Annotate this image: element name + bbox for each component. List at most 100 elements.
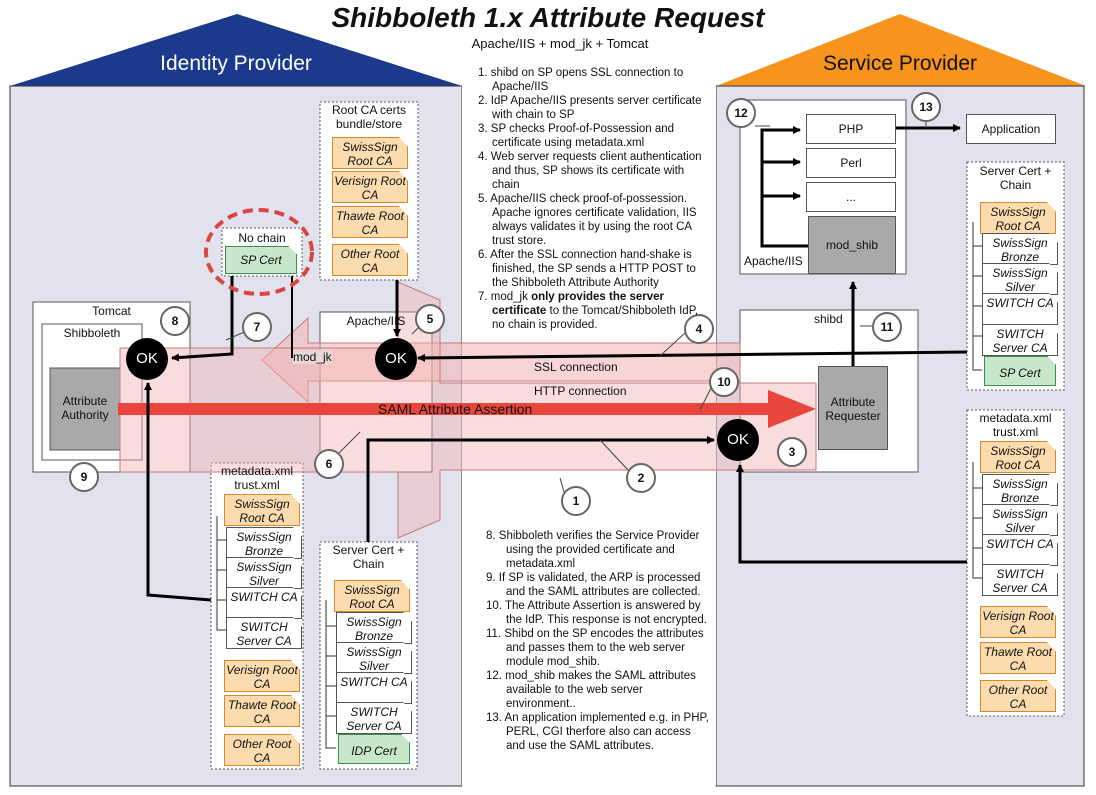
sp-metadata-cert: SWITCH CA: [982, 534, 1058, 566]
ssl-connection-label: SSL connection: [534, 360, 618, 374]
page-subtitle: Apache/IIS + mod_jk + Tomcat: [471, 36, 649, 51]
http-connection-label: HTTP connection: [534, 384, 627, 398]
idp-server-cert: SWITCH CA: [336, 672, 412, 704]
application-box: Application: [966, 114, 1056, 144]
idp-server-cert: SwissSign Bronze: [336, 612, 412, 644]
step-10-marker: 10: [709, 367, 739, 397]
no-chain-highlight: [204, 208, 314, 296]
step-9-marker: 9: [69, 462, 99, 492]
step-text: 12. mod_shib makes the SAML attributes a…: [486, 670, 696, 710]
sp-metadata-title: metadata.xml trust.xml: [979, 411, 1052, 439]
step-6-marker: 6: [314, 449, 344, 479]
idp-metadata-cert: SwissSign Bronze: [226, 527, 302, 559]
step-text: 4. Web server requests client authentica…: [478, 151, 702, 191]
sp-roof: [716, 14, 1086, 86]
root-ca-store-title: Root CA certs bundle/store: [331, 103, 407, 131]
sp-metadata-cert: SwissSign Bronze: [982, 474, 1058, 506]
sp-metadata-cert: Thawte Root CA: [980, 642, 1056, 674]
mod-shib-module: mod_shib: [808, 216, 896, 274]
step-2-marker: 2: [626, 463, 656, 493]
attribute-requester: Attribute Requester: [818, 366, 888, 450]
idp-metadata-cert: SWITCH CA: [226, 587, 302, 619]
step-text: 8. Shibboleth verifies the Service Provi…: [486, 530, 700, 570]
root-ca-cert: SwissSign Root CA: [332, 137, 408, 169]
saml-assertion-head: [768, 390, 816, 428]
idp-server-cert: SwissSign Silver: [336, 642, 412, 674]
attribute-authority-box: [49, 367, 121, 451]
step-7-suffix: to the Tomcat/Shibboleth IdP, no chain i…: [492, 305, 699, 331]
step-7-prefix: 7. mod_jk: [478, 291, 532, 303]
perl-module: Perl: [806, 148, 896, 178]
step-8-marker: 8: [160, 306, 190, 336]
sp-metadata-cert: SWITCH Server CA: [982, 564, 1058, 596]
no-chain-label: No chain: [238, 231, 286, 245]
root-ca-cert: Thawte Root CA: [332, 206, 408, 238]
root-ca-cert: Verisign Root CA: [332, 171, 408, 203]
step-1-marker: 1: [561, 486, 591, 516]
sp-server-cert: SWITCH Server CA: [982, 324, 1058, 356]
idp-metadata-cert: SwissSign Root CA: [224, 494, 300, 526]
page-title: Shibboleth 1.x Attribute Request: [331, 2, 765, 33]
sp-server-cert: SwissSign Root CA: [980, 202, 1056, 234]
step-text: 1. shibd on SP opens SSL connection to A…: [478, 67, 684, 93]
step-12-marker: 12: [726, 98, 756, 128]
idp-metadata-cert: Verisign Root CA: [224, 660, 300, 692]
step-text: 6. After the SSL connection hand-shake i…: [478, 249, 696, 289]
steps-list-top: 1. shibd on SP opens SSL connection to A…: [478, 66, 710, 332]
apache-sp-label: Apache/IIS: [744, 254, 803, 268]
steps-list-bottom: 8. Shibboleth verifies the Service Provi…: [486, 529, 712, 753]
sp-metadata-cert: Other Root CA: [980, 680, 1056, 712]
step-text: 2. IdP Apache/IIS presents server certif…: [478, 95, 702, 121]
php-module: PHP: [806, 114, 896, 144]
step-text: 5. Apache/IIS check proof-of-possession.…: [478, 193, 697, 247]
saml-assertion-bar: [118, 403, 768, 415]
root-ca-cert: Other Root CA: [332, 244, 408, 276]
attribute-authority-label: Attribute Authority: [61, 394, 109, 422]
sp-server-cert: SWITCH CA: [982, 293, 1058, 325]
ok-apache-idp: OK: [375, 338, 417, 380]
step-4-marker: 4: [684, 314, 714, 344]
idp-metadata-cert: Other Root CA: [224, 734, 300, 766]
apache-idp-label: Apache/IIS: [346, 314, 406, 328]
step-text-7: 7. mod_jk only provides the server certi…: [478, 290, 710, 332]
sp-server-cert: SwissSign Bronze: [982, 233, 1058, 265]
step-11-marker: 11: [872, 312, 902, 342]
sp-metadata-cert: SwissSign Silver: [982, 504, 1058, 536]
idp-metadata-cert: Thawte Root CA: [224, 695, 300, 727]
ok-shibd: OK: [717, 419, 759, 461]
step-text: 10. The Attribute Assertion is answered …: [486, 600, 707, 626]
shibd-label: shibd: [814, 312, 843, 326]
shibboleth-label: Shibboleth: [63, 326, 121, 340]
apache-idp-box: [319, 311, 433, 473]
idp-metadata-title: metadata.xml trust.xml: [220, 464, 294, 492]
sp-metadata-cert: SwissSign Root CA: [980, 441, 1056, 473]
idp-roof: [10, 14, 462, 86]
idp-server-cert: SwissSign Root CA: [334, 580, 410, 612]
idp-cert: IDP Cert: [338, 734, 410, 764]
step-7-bold: only provides the server certificate: [492, 291, 665, 317]
sp-metadata-cert: Verisign Root CA: [980, 606, 1056, 638]
step-7-marker: 7: [242, 312, 272, 342]
other-module: ...: [806, 182, 896, 212]
step-text: 3. SP checks Proof-of-Possession and cer…: [478, 123, 675, 149]
step-3-marker: 3: [777, 437, 807, 467]
sp-server-cert-title: Server Cert + Chain: [979, 164, 1052, 192]
step-5-marker: 5: [415, 304, 445, 334]
sp-server-cert: SwissSign Silver: [982, 263, 1058, 295]
service-provider-label: Service Provider: [822, 52, 978, 75]
ok-tomcat: OK: [126, 338, 168, 380]
no-chain-sp-cert: SP Cert: [225, 246, 297, 274]
mod-jk-label: mod_jk: [293, 350, 332, 364]
step-13-marker: 13: [911, 92, 941, 122]
idp-metadata-cert: SwissSign Silver: [226, 557, 302, 589]
idp-server-cert: SWITCH Server CA: [336, 702, 412, 734]
ssl-connection-arrow: [261, 316, 741, 404]
idp-metadata-cert: SWITCH Server CA: [226, 617, 302, 649]
idp-server-cert-title: Server Cert + Chain: [332, 543, 405, 571]
step-text: 13. An application implemented e.g. in P…: [486, 712, 709, 752]
tomcat-label: Tomcat: [92, 304, 131, 318]
identity-provider-label: Identity Provider: [160, 52, 312, 75]
step-text: 11. Shibd on the SP encodes the attribut…: [486, 628, 704, 668]
step-text: 9. If SP is validated, the ARP is proces…: [486, 572, 701, 598]
saml-assertion-label: SAML Attribute Assertion: [378, 401, 533, 417]
